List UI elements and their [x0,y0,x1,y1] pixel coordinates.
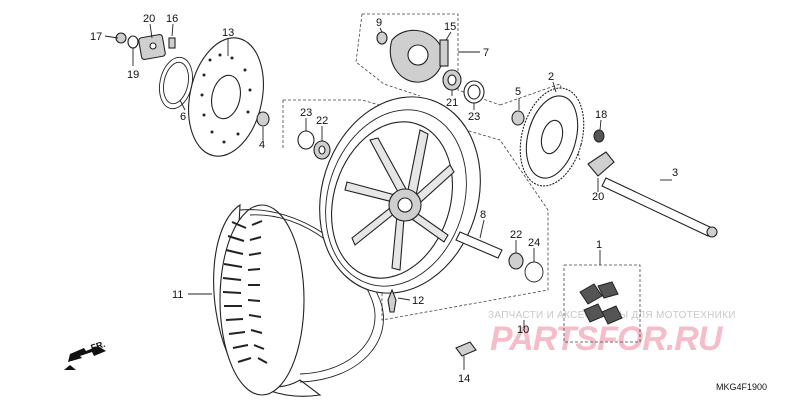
balance-weight [455,341,477,357]
callout-3: 3 [672,167,678,179]
callout-numbers: 1 2 3 4 5 6 7 8 9 10 11 12 13 14 15 16 1… [90,13,678,385]
callout-15: 15 [444,21,456,33]
callout-4: 4 [259,139,265,151]
leader-lines [104,23,672,370]
front-direction-arrow: FR. [64,339,106,370]
watermark-logo: PARTSFOR.RU [490,320,725,358]
callout-22-right: 22 [510,229,522,241]
seal-23-top [463,80,485,104]
collar-5 [511,110,525,126]
callout-18: 18 [595,109,607,121]
callout-1: 1 [596,239,602,251]
stud-15 [439,39,449,67]
nut-18 [593,129,605,143]
collar-20 [138,34,166,60]
bearing-22-left [313,140,331,160]
callout-17: 17 [90,31,102,43]
callout-22-left: 22 [316,115,328,127]
callout-20-right: 20 [592,191,604,203]
callout-6: 6 [180,111,186,123]
callout-23-top: 23 [468,111,480,123]
rear-axle [601,177,718,238]
callout-23-left: 23 [300,107,312,119]
driven-flange [376,29,449,83]
damper-rubbers [579,281,623,325]
collar-4 [256,111,270,127]
callout-12: 12 [412,295,424,307]
driven-sprocket [519,87,585,187]
callout-9: 9 [376,17,382,29]
adjuster-plate-20 [587,151,615,177]
callout-19: 19 [127,69,139,81]
callout-7: 7 [483,47,489,59]
callout-14: 14 [458,373,470,385]
callout-16: 16 [166,13,178,25]
bolt-16 [168,37,176,49]
watermark-logo-part1: PARTS [490,320,598,358]
callout-8: 8 [480,209,486,221]
callout-21: 21 [446,97,458,109]
callout-10: 10 [517,324,529,336]
svg-text:PARTSFOR.RU: PARTSFOR.RU [490,320,724,358]
washer-19 [127,35,139,49]
bearing-22-right [508,252,524,270]
bolt-9 [376,31,388,45]
watermark-logo-part2: FOR.RU [597,320,724,358]
o-ring-24 [524,261,544,283]
rear-wheel-rim [319,96,481,294]
tire-valve [387,288,397,313]
callout-11: 11 [172,289,183,301]
distance-collar [455,231,503,259]
callout-24: 24 [528,237,540,249]
disc-gasket [158,56,194,110]
seal-23-left [297,130,315,150]
bearing-21 [442,69,462,91]
callout-5: 5 [515,86,521,98]
diagram-code: MKG4F1900 [716,382,767,392]
rear-tyre [213,203,384,397]
brake-disc [188,37,264,157]
callout-2: 2 [548,71,554,83]
callout-20-top: 20 [143,13,155,25]
callout-13: 13 [222,27,234,39]
direction-label: FR. [90,339,107,353]
